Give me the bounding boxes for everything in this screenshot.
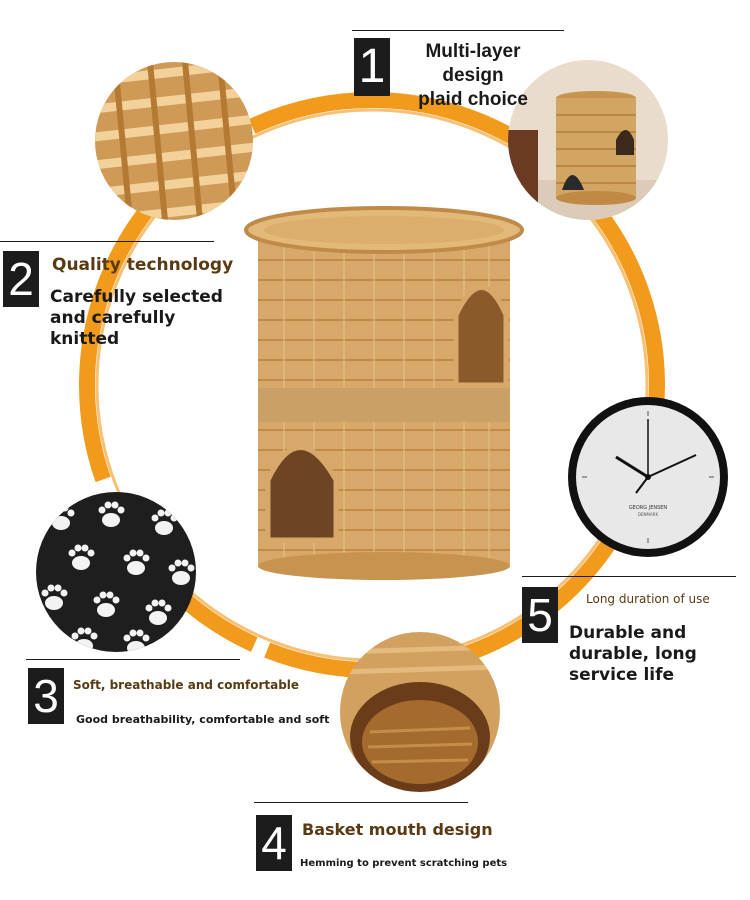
feature-3-title: Soft, breathable and comfortable xyxy=(73,678,300,692)
feature-2-desc-line-2: and carefully xyxy=(50,308,176,328)
feature-1-title: Multi-layer design plaid choice xyxy=(398,40,548,112)
feature-1-line-3: plaid choice xyxy=(418,89,528,110)
weave-texture-illustration xyxy=(95,62,253,220)
clock-face: GEORG JENSEN DENMARK xyxy=(576,405,720,549)
feature-5-desc: Durable and durable, long service life xyxy=(569,623,697,686)
feature-3-desc: Good breathability, comfortable and soft xyxy=(76,713,330,726)
feature-2-desc-line-1: Carefully selected xyxy=(50,287,223,307)
feature-3-number: 3 xyxy=(28,668,64,724)
feature-5-desc-line-3: service life xyxy=(569,665,675,685)
paw-cushion-image xyxy=(36,492,196,652)
clock-brand: GEORG JENSEN xyxy=(628,505,668,511)
feature-3-rule xyxy=(26,659,240,660)
feature-1-number: 1 xyxy=(354,38,390,96)
product-basket-image xyxy=(244,206,524,580)
feature-2-desc-line-3: knitted xyxy=(50,329,120,349)
feature-1-line-1: Multi-layer xyxy=(425,41,521,62)
clock-hands xyxy=(582,411,714,543)
basket-mouth-image xyxy=(340,632,500,792)
feature-2-rule xyxy=(0,241,214,242)
feature-4-number: 4 xyxy=(256,815,292,871)
paw-print-pattern xyxy=(36,492,196,652)
feature-1-rule xyxy=(352,30,564,31)
feature-5-title: Long duration of use xyxy=(586,592,710,606)
clock-image: GEORG JENSEN DENMARK xyxy=(568,397,728,557)
basket-mouth-illustration xyxy=(340,632,500,792)
feature-2-desc: Carefully selected and carefully knitted xyxy=(50,287,223,350)
feature-4-desc: Hemming to prevent scratching pets xyxy=(300,858,508,869)
feature-5-desc-line-1: Durable and xyxy=(569,623,687,643)
clock-brand-sub: DENMARK xyxy=(637,512,659,517)
feature-4-rule xyxy=(254,802,468,803)
feature-5-rule xyxy=(522,576,736,577)
feature-2-number: 2 xyxy=(3,251,39,307)
feature-1-line-2: design xyxy=(442,65,504,86)
feature-5-desc-line-2: durable, long xyxy=(569,644,697,664)
feature-2-title: Quality technology xyxy=(52,255,234,275)
feature-5-number: 5 xyxy=(522,587,558,643)
feature-4-title: Basket mouth design xyxy=(302,820,493,839)
weave-texture-image xyxy=(95,62,253,220)
